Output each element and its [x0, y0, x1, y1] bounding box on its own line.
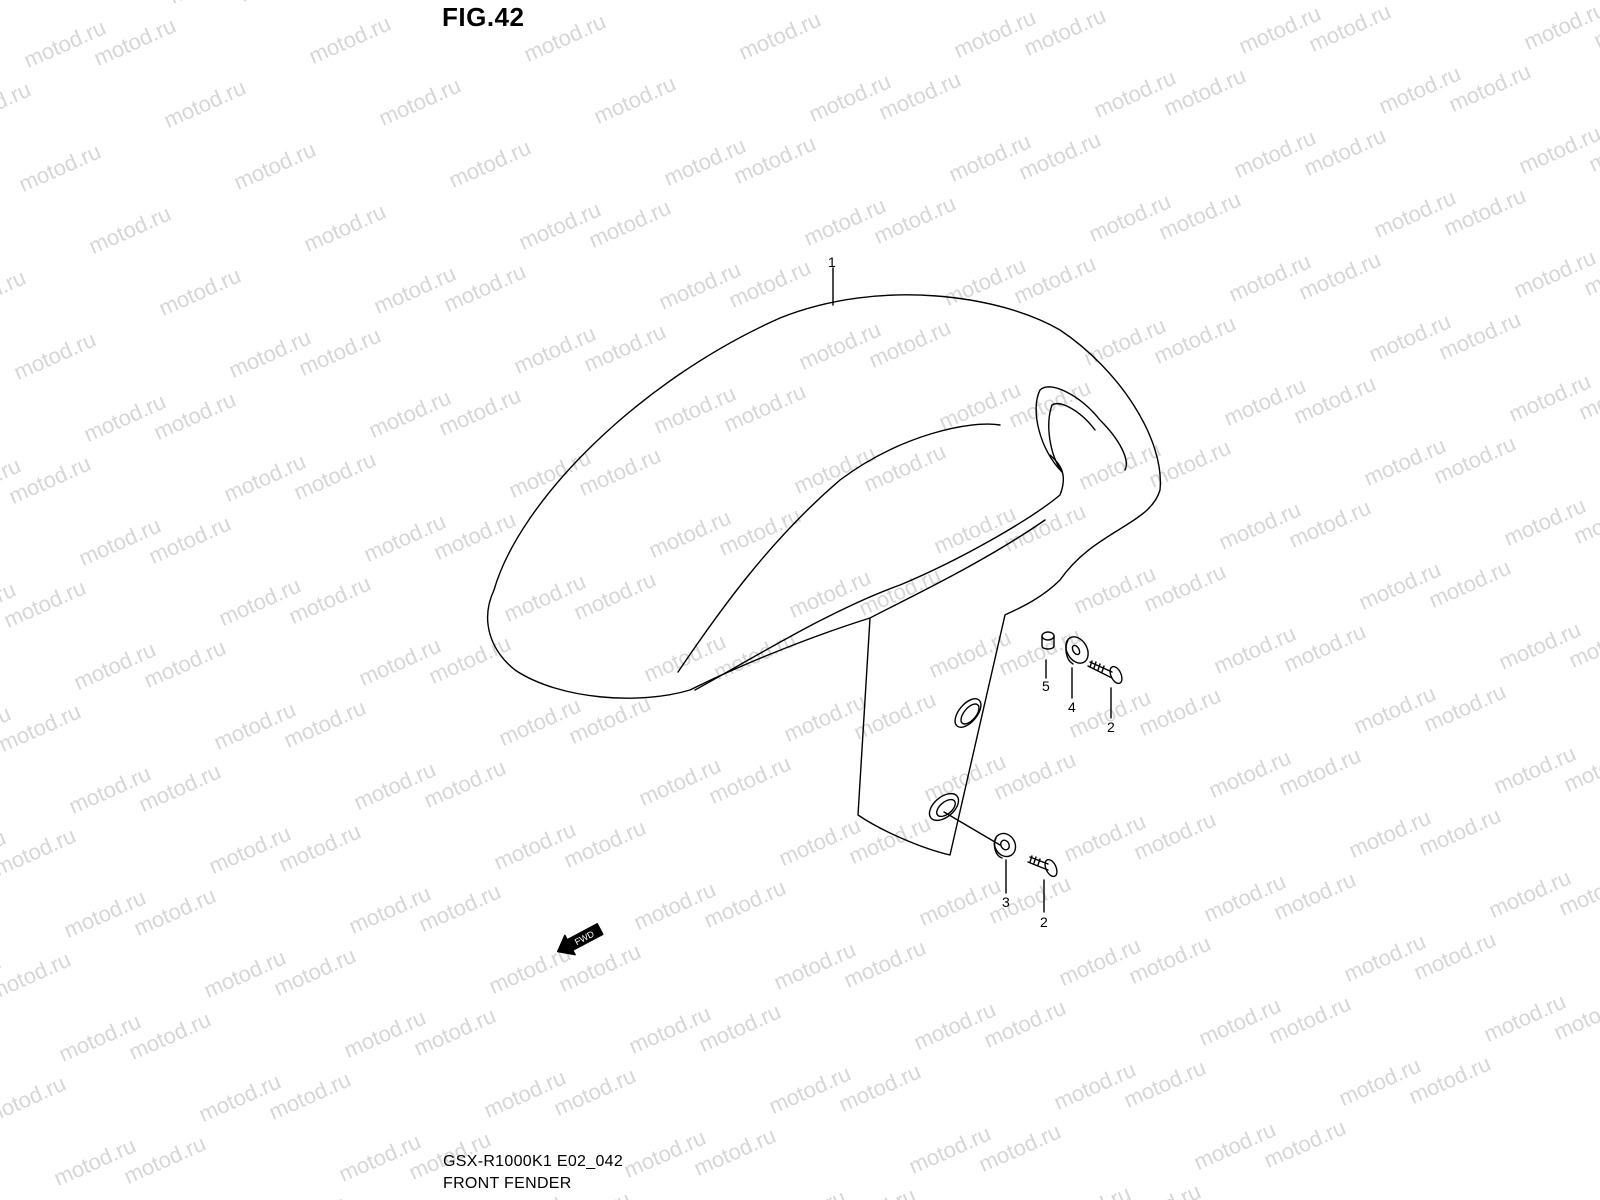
- callout-2-upper: 2: [1107, 719, 1115, 735]
- footer-model-code: GSX-R1000K1 E02_042: [443, 1153, 624, 1170]
- grommet-part-4: [1065, 636, 1089, 665]
- callout-4: 4: [1068, 699, 1076, 715]
- figure-title: FIG.42: [442, 2, 525, 32]
- callout-3: 3: [1002, 894, 1010, 910]
- front-fender-part: [486, 294, 1162, 856]
- fender-mount-hole-upper-inner: [960, 703, 980, 725]
- fender-side-edge: [869, 519, 1046, 619]
- fwd-arrow-icon: FWD: [556, 923, 604, 956]
- fender-inner-curve: [694, 454, 1065, 691]
- collar-part-5: [1041, 631, 1055, 650]
- fender-mount-hole-lower: [928, 792, 960, 822]
- callout-5: 5: [1042, 678, 1050, 694]
- washer-part-3: [993, 832, 1017, 859]
- callout-1: 1: [828, 254, 836, 270]
- fender-scoop-inner: [1048, 403, 1096, 473]
- footer-part-name: FRONT FENDER: [443, 1175, 572, 1192]
- fender-mount-hole-lower-inner: [936, 798, 956, 818]
- callout-2-lower: 2: [1040, 914, 1048, 930]
- fender-scoop-outer: [1035, 386, 1127, 473]
- fender-crease-line: [677, 423, 1001, 673]
- fender-mount-hole-upper: [954, 698, 982, 728]
- screw-part-2-upper: [1087, 660, 1123, 685]
- screw-part-2-lower: [1027, 855, 1058, 878]
- leader-line-lower-hole: [943, 811, 1001, 846]
- fender-outer-shell: [486, 294, 1162, 856]
